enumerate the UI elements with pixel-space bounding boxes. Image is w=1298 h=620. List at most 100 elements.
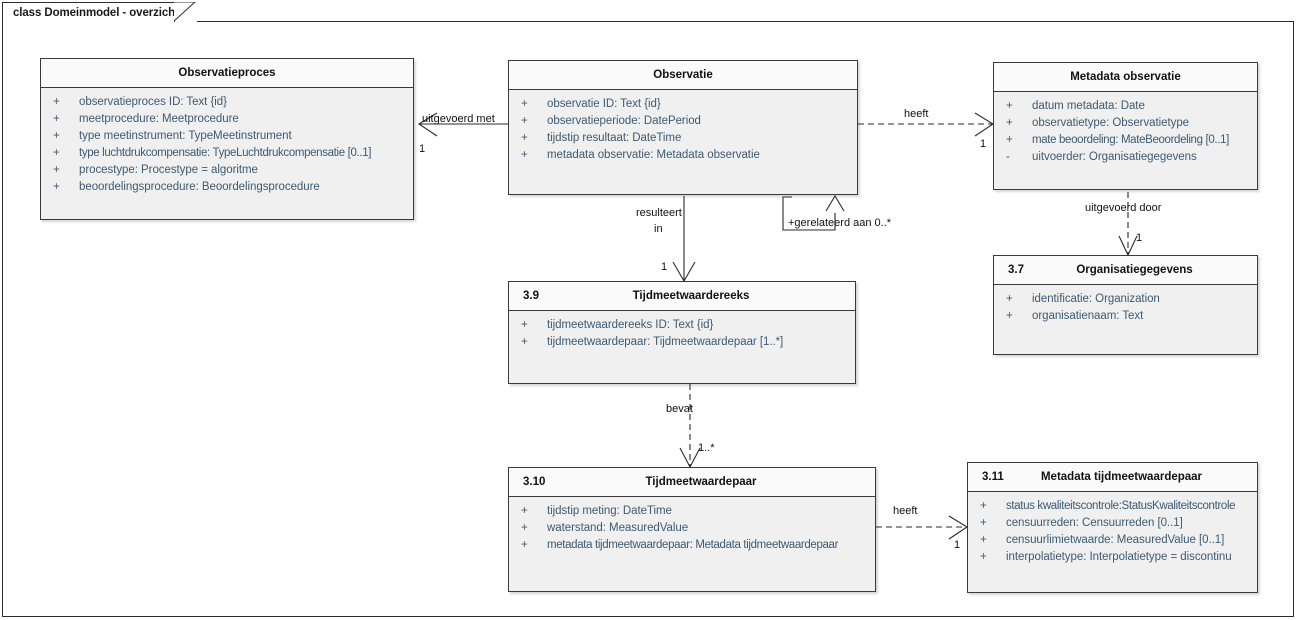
attribute-text: observatie ID: Text {id} xyxy=(547,98,661,110)
attribute-visibility: + xyxy=(1006,100,1013,112)
connector-label-bevat: bevat xyxy=(666,403,693,415)
attribute-visibility: + xyxy=(1006,117,1013,129)
connector-label-heeft-paar-metadata: heeft xyxy=(893,505,918,517)
attribute-visibility: + xyxy=(53,96,60,108)
attribute-row: + type meetinstrument: TypeMeetinstrumen… xyxy=(41,128,413,145)
attribute-visibility: + xyxy=(521,505,528,517)
class-header-observatie: Observatie xyxy=(509,61,857,90)
attribute-text: observatietype: Observatietype xyxy=(1032,117,1190,129)
class-number-tijdmeetwaardereeks: 3.9 xyxy=(523,290,539,302)
connector-multiplicity-uitgevoerd-door: 1 xyxy=(1136,232,1143,244)
class-number-metadata-tijdmeetwaardepaar: 3.11 xyxy=(982,471,1004,483)
class-box-observatie[interactable]: Observatie + observatie ID: Text {id} + … xyxy=(508,60,858,195)
class-title-metadata-observatie: Metadata observatie xyxy=(1070,71,1181,83)
attribute-visibility: + xyxy=(1006,293,1013,305)
attribute-visibility: + xyxy=(521,539,528,551)
class-title-organisatiegegevens: Organisatiegegevens xyxy=(1076,264,1193,276)
attribute-visibility: + xyxy=(980,500,987,512)
class-attributes-metadata-observatie: + datum metadata: Date + observatietype:… xyxy=(994,92,1257,172)
class-header-metadata-observatie: Metadata observatie xyxy=(994,63,1257,92)
class-attributes-tijdmeetwaardereeks: + tijdmeetwaardereeks ID: Text {id} + ti… xyxy=(509,311,855,357)
class-attributes-tijdmeetwaardepaar: + tijdstip meting: DateTime + waterstand… xyxy=(509,497,875,560)
attribute-visibility: + xyxy=(980,517,987,529)
class-header-tijdmeetwaardereeks: 3.9 Tijdmeetwaardereeks xyxy=(509,282,855,311)
class-title-observatie: Observatie xyxy=(653,69,713,81)
class-box-tijdmeetwaardepaar[interactable]: 3.10 Tijdmeetwaardepaar + tijdstip metin… xyxy=(508,467,876,592)
attribute-visibility: + xyxy=(53,147,60,159)
connector-label-resulteert: resulteert xyxy=(636,207,682,219)
connector-label-uitgevoerd-met: uitgevoerd met xyxy=(422,113,495,125)
attribute-text: censuurreden: Censuurreden [0..1] xyxy=(1006,517,1183,529)
attribute-text: tijdstip resultaat: DateTime xyxy=(547,132,682,144)
class-attributes-organisatiegegevens: + identificatie: Organization + organisa… xyxy=(994,285,1257,331)
attribute-text: meetprocedure: Meetprocedure xyxy=(79,113,239,125)
attribute-row: + organisatienaam: Text xyxy=(994,308,1257,325)
attribute-text: procestype: Procestype = algoritme xyxy=(79,164,258,176)
class-title-metadata-tijdmeetwaardepaar: Metadata tijdmeetwaardepaar xyxy=(1040,471,1203,483)
attribute-visibility: + xyxy=(1006,310,1013,322)
diagram-tab-label: class Domeinmodel - overzicht xyxy=(13,7,179,19)
class-header-tijdmeetwaardepaar: 3.10 Tijdmeetwaardepaar xyxy=(509,468,875,497)
attribute-row: + identificatie: Organization xyxy=(994,291,1257,308)
class-box-tijdmeetwaardereeks[interactable]: 3.9 Tijdmeetwaardereeks + tijdmeetwaarde… xyxy=(508,281,856,384)
attribute-row: - uitvoerder: Organisatiegegevens xyxy=(994,149,1257,166)
connector-multiplicity-heeft-observatie-metadata: 1 xyxy=(980,138,987,150)
attribute-row: + waterstand: MeasuredValue xyxy=(509,520,875,537)
class-title-tijdmeetwaardereeks: Tijdmeetwaardereeks xyxy=(632,290,750,302)
attribute-row: + observatietype: Observatietype xyxy=(994,115,1257,132)
attribute-row: + metadata observatie: Metadata observat… xyxy=(509,147,857,164)
attribute-text: type luchtdrukcompensatie: TypeLuchtdruk… xyxy=(79,147,372,159)
attribute-visibility: + xyxy=(1006,134,1013,146)
attribute-text: waterstand: MeasuredValue xyxy=(547,522,689,534)
class-box-metadata-observatie[interactable]: Metadata observatie + datum metadata: Da… xyxy=(993,62,1258,190)
attribute-row: + tijdmeetwaardepaar: Tijdmeetwaardepaar… xyxy=(509,334,855,351)
diagram-tab-corner-icon xyxy=(174,2,196,22)
attribute-row: + mate beoordeling: MateBeoordeling [0..… xyxy=(994,132,1257,149)
attribute-row: + censuurlimietwaarde: MeasuredValue [0.… xyxy=(968,532,1257,549)
attribute-row: + observatie ID: Text {id} xyxy=(509,96,857,113)
class-header-observatieproces: Observatieproces xyxy=(41,59,413,88)
attribute-visibility: + xyxy=(521,149,528,161)
connector-multiplicity-resulteert-in: 1 xyxy=(661,261,668,273)
class-box-metadata-tijdmeetwaardepaar[interactable]: 3.11 Metadata tijdmeetwaardepaar + statu… xyxy=(967,462,1258,593)
connector-label-heeft-observatie-metadata: heeft xyxy=(904,108,929,120)
attribute-row: + interpolatietype: Interpolatietype = d… xyxy=(968,549,1257,566)
attribute-text: censuurlimietwaarde: MeasuredValue [0..1… xyxy=(1006,534,1225,546)
class-number-organisatiegegevens: 3.7 xyxy=(1008,264,1024,276)
attribute-row: + observatieperiode: DatePeriod xyxy=(509,113,857,130)
attribute-row: + censuurreden: Censuurreden [0..1] xyxy=(968,515,1257,532)
attribute-text: datum metadata: Date xyxy=(1032,100,1145,112)
connector-multiplicity-bevat: 1..* xyxy=(698,442,715,454)
attribute-text: beoordelingsprocedure: Beoordelingsproce… xyxy=(79,181,320,193)
attribute-text: interpolatietype: Interpolatietype = dis… xyxy=(1006,551,1232,563)
connector-multiplicity-uitgevoerd-met: 1 xyxy=(419,143,426,155)
attribute-row: + datum metadata: Date xyxy=(994,98,1257,115)
attribute-text: mate beoordeling: MateBeoordeling [0..1] xyxy=(1032,134,1229,146)
attribute-row: + tijdmeetwaardereeks ID: Text {id} xyxy=(509,317,855,334)
attribute-row: + metadata tijdmeetwaardepaar: Metadata … xyxy=(509,537,875,554)
attribute-visibility: + xyxy=(521,132,528,144)
attribute-visibility: + xyxy=(521,336,528,348)
class-box-observatieproces[interactable]: Observatieproces + observatieproces ID: … xyxy=(40,58,414,220)
attribute-row: + observatieproces ID: Text {id} xyxy=(41,94,413,111)
attribute-row: + meetprocedure: Meetprocedure xyxy=(41,111,413,128)
class-title-tijdmeetwaardepaar: Tijdmeetwaardepaar xyxy=(645,476,757,488)
attribute-visibility: + xyxy=(53,113,60,125)
class-attributes-observatieproces: + observatieproces ID: Text {id} + meetp… xyxy=(41,88,413,202)
attribute-visibility: + xyxy=(521,319,528,331)
attribute-row: + tijdstip resultaat: DateTime xyxy=(509,130,857,147)
attribute-visibility: + xyxy=(521,98,528,110)
class-box-organisatiegegevens[interactable]: 3.7 Organisatiegegevens + identificatie:… xyxy=(993,255,1258,355)
attribute-row: + status kwaliteitscontrole:StatusKwalit… xyxy=(968,498,1257,515)
attribute-text: status kwaliteitscontrole:StatusKwalitei… xyxy=(1006,500,1236,512)
attribute-text: observatieperiode: DatePeriod xyxy=(547,115,701,127)
attribute-visibility: + xyxy=(53,130,60,142)
attribute-visibility: + xyxy=(53,164,60,176)
class-header-metadata-tijdmeetwaardepaar: 3.11 Metadata tijdmeetwaardepaar xyxy=(968,463,1257,492)
attribute-visibility: + xyxy=(521,522,528,534)
diagram-tab[interactable]: class Domeinmodel - overzicht xyxy=(2,2,179,22)
attribute-text: metadata tijdmeetwaardepaar: Metadata ti… xyxy=(547,539,839,551)
attribute-row: + procestype: Procestype = algoritme xyxy=(41,162,413,179)
class-attributes-metadata-tijdmeetwaardepaar: + status kwaliteitscontrole:StatusKwalit… xyxy=(968,492,1257,572)
